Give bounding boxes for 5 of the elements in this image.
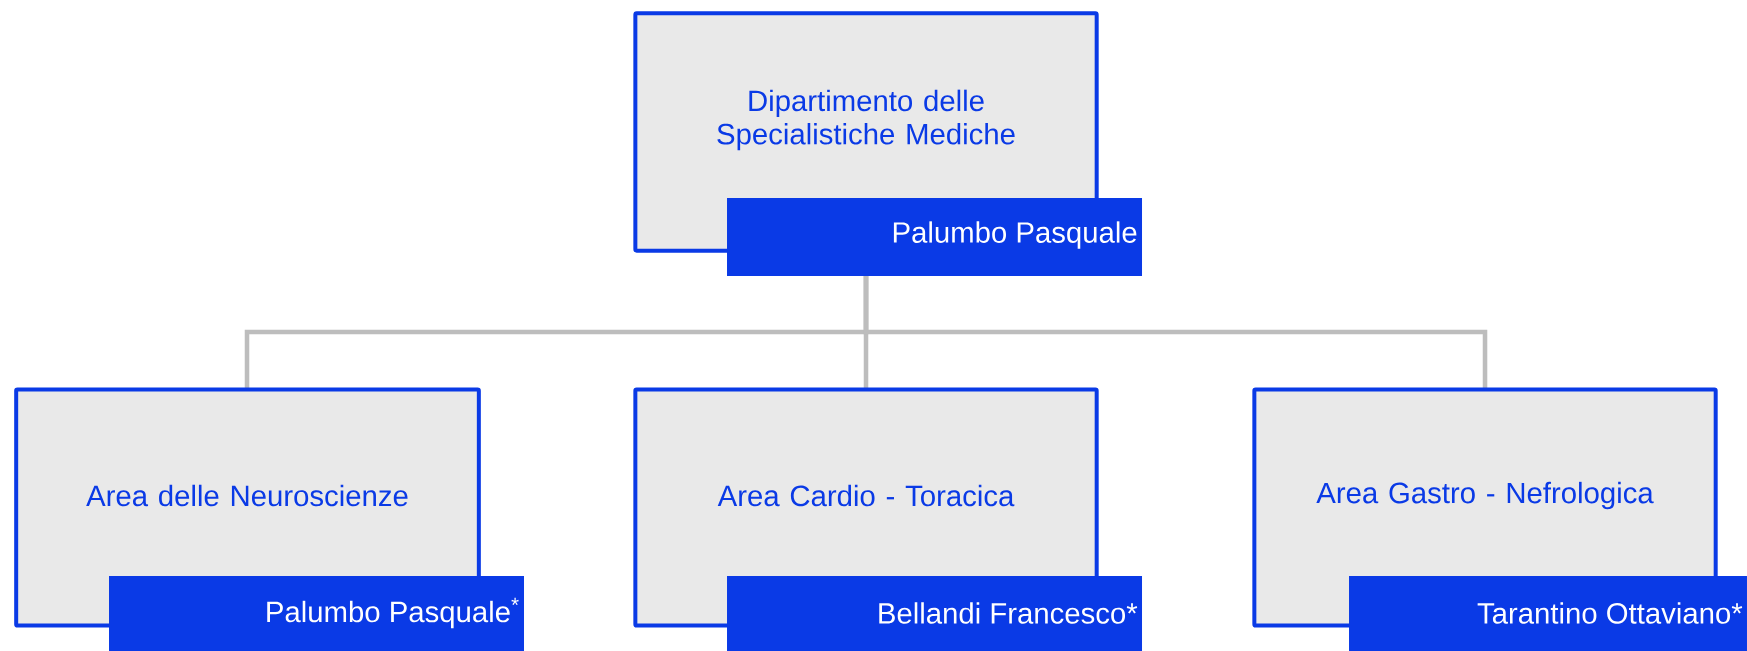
name-tab: Tarantino Ottaviano*: [1349, 576, 1747, 651]
name-tab: Palumbo Pasquale: [727, 198, 1142, 276]
name-tab: Bellandi Francesco*: [727, 576, 1142, 651]
name-tab: Palumbo Pasquale$^{*}$: [109, 576, 524, 651]
connector-line: [863, 276, 1488, 389]
